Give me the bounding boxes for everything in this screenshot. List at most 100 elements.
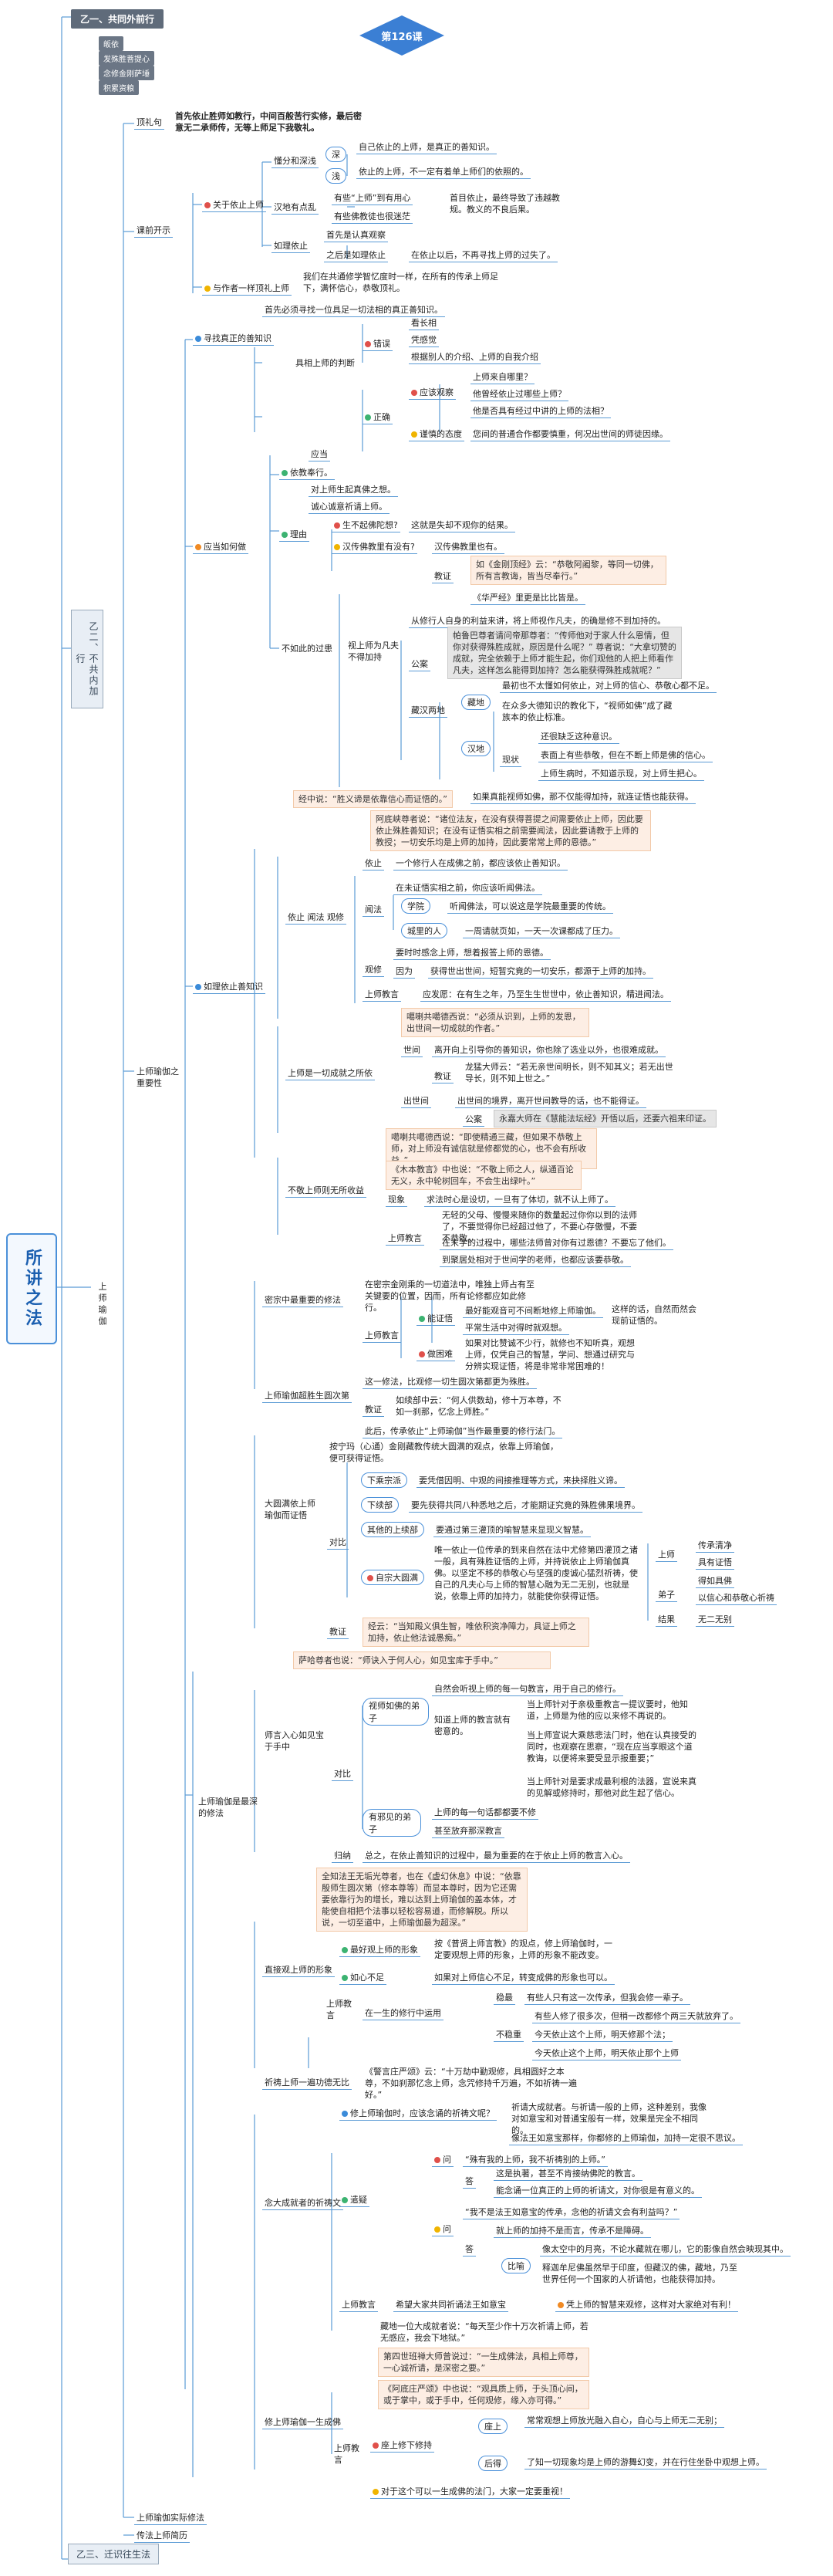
tag-bodhicitta[interactable]: 发殊胜菩提心 xyxy=(99,51,154,66)
guru-teach-5-label[interactable]: 上师教言 xyxy=(339,2298,378,2312)
guru-teach-4-label[interactable]: 上师教言 xyxy=(326,1999,352,2020)
right-sub1[interactable]: 应该观察 xyxy=(409,386,456,400)
case-label[interactable]: 公案 xyxy=(409,658,430,671)
like-jewel[interactable]: 师言入心如见宝于手中 xyxy=(265,1730,324,1752)
teaching-label-2[interactable]: 教证 xyxy=(432,1070,454,1083)
should-label-a[interactable]: 应当 xyxy=(309,448,330,461)
hear-label[interactable]: 闻法 xyxy=(363,903,384,917)
han-text-1: 在众多大德知识的教化下，“视师如佛”成了藏族本的依止标准。 xyxy=(502,701,673,722)
tibet-oval[interactable]: 藏地 xyxy=(461,695,491,710)
wrong-disciple-oval[interactable]: 有邪见的弟子 xyxy=(363,1809,421,1837)
actual-practice[interactable]: 上师瑜伽实际修法 xyxy=(134,2511,207,2525)
no-blessing-heading[interactable]: 不敬上师则无所收益 xyxy=(285,1184,366,1198)
a1-label[interactable]: 答 xyxy=(463,2175,476,2189)
guru-teach-label[interactable]: 上师教言 xyxy=(363,988,401,1002)
dr-b[interactable]: 如心不足 xyxy=(339,1971,386,1985)
q2-label[interactable]: 问 xyxy=(432,2223,454,2236)
careful-text: 您间的普通合作都要慎重，何况出世间的师徒因缘。 xyxy=(470,428,670,441)
all-prayers[interactable]: 念大成就者的祈祷文 xyxy=(262,2196,343,2210)
tag-refuge[interactable]: 皈依 xyxy=(99,36,123,51)
wrong-label[interactable]: 错误 xyxy=(363,337,393,351)
gt4-b[interactable]: 稳最 xyxy=(494,1991,515,2005)
school-oval[interactable]: 学院 xyxy=(401,898,430,914)
lower-tantra-oval[interactable]: 下续部 xyxy=(361,1497,399,1513)
teaching-label-1[interactable]: 教证 xyxy=(432,570,454,583)
guru-side-label[interactable]: 上师 xyxy=(656,1548,677,1562)
teach3-b[interactable]: 做困难 xyxy=(416,1347,455,1361)
teaching-label-3[interactable]: 教证 xyxy=(363,1403,384,1417)
because-label[interactable]: 因为 xyxy=(393,965,415,979)
how-follow-heading[interactable]: 如理依止善知识 xyxy=(193,980,265,994)
concrete-label[interactable]: 具相上师的判断 xyxy=(295,358,355,368)
q1-label[interactable]: 问 xyxy=(432,2153,454,2167)
gt6-a1-oval[interactable]: 座上 xyxy=(478,2419,508,2434)
guru-teach-6-label[interactable]: 上师教言 xyxy=(334,2443,359,2465)
tag-mandala[interactable]: 积累资粮 xyxy=(99,80,139,95)
dr-a[interactable]: 最好观上师的形象 xyxy=(339,1943,420,1957)
should-do-heading[interactable]: 应当如何做 xyxy=(193,540,248,554)
shallow-oval[interactable]: 浅 xyxy=(325,168,346,184)
han-oval[interactable]: 汉地 xyxy=(461,741,491,756)
world-label[interactable]: 世间 xyxy=(401,1043,423,1057)
reason-heading[interactable]: 理由 xyxy=(279,528,309,542)
other-higher-oval[interactable]: 其他的上续部 xyxy=(361,1522,424,1537)
source-heading[interactable]: 上师是一切成就之所依 xyxy=(285,1067,375,1080)
tag-vajrasattva[interactable]: 念修金刚萨埵 xyxy=(99,66,154,80)
guru-yoga-label[interactable]: 上师瑜伽 xyxy=(97,1282,107,1328)
lineage[interactable]: 传法上师简历 xyxy=(134,2529,190,2543)
part-two-box[interactable]: 乙二、不共内加行 xyxy=(71,610,103,708)
lower-yana-oval[interactable]: 下乘宗派 xyxy=(361,1472,407,1488)
result-side-label[interactable]: 结果 xyxy=(656,1613,677,1627)
lecture-open-label[interactable]: 课前开示 xyxy=(134,224,173,238)
tibet-han-label[interactable]: 藏汉两地 xyxy=(409,704,447,718)
gp-heading[interactable]: 大圆满依上师瑜伽而证悟 xyxy=(265,1499,315,1520)
teaching-label-4[interactable]: 教证 xyxy=(327,1625,349,1639)
han-messy-label[interactable]: 汉地有点乱 xyxy=(271,201,319,215)
hear-think-label[interactable]: 依止 闻法 观修 xyxy=(285,911,346,925)
present-label[interactable]: 现状 xyxy=(500,753,521,767)
root-node[interactable]: 所讲之法 xyxy=(6,1233,57,1344)
find-teacher-heading[interactable]: 寻找真正的善知识 xyxy=(193,332,274,346)
gt6-a[interactable]: 座上修下修持 xyxy=(370,2439,434,2453)
depth-label[interactable]: 懂分和深浅 xyxy=(271,154,319,168)
right-sub2[interactable]: 谨慎的态度 xyxy=(409,428,464,441)
intro-label[interactable]: 顶礼句 xyxy=(134,116,164,130)
returning-label[interactable]: 归纳 xyxy=(332,1849,353,1863)
beyond-label[interactable]: 出世间 xyxy=(401,1094,431,1108)
direct-recognition[interactable]: 直接观上师的形象 xyxy=(262,1963,335,1977)
peak-heading[interactable]: 密宗中最重要的修法 xyxy=(262,1293,343,1307)
better-heading[interactable]: 上师瑜伽超胜生圆次第 xyxy=(262,1389,352,1403)
compare-oval[interactable]: 比喻 xyxy=(501,2258,531,2273)
story-label[interactable]: 公案 xyxy=(463,1113,484,1127)
right-label[interactable]: 正确 xyxy=(363,411,393,424)
dr-a-text: 按《普贤上师言教》的观点，修上师瑜伽时，一定要观想上师的形象，上师的形象不能改变… xyxy=(434,1939,612,1960)
proper-follow-label[interactable]: 如理依止 xyxy=(271,239,310,253)
part-three-box[interactable]: 乙三、迁识往生法 xyxy=(68,2544,160,2564)
pray-best[interactable]: 祈祷上师一遍功德无比 xyxy=(262,2076,352,2090)
deep-oval[interactable]: 深 xyxy=(325,147,346,162)
follow-label[interactable]: 依止 xyxy=(363,857,384,870)
teach3-a[interactable]: 能证悟 xyxy=(416,1312,455,1326)
gt6-a2-oval[interactable]: 后得 xyxy=(478,2456,508,2471)
a2-label[interactable]: 答 xyxy=(463,2243,476,2257)
part-one-box[interactable]: 乙一、共同外前行 xyxy=(71,9,164,29)
importance-heading[interactable]: 上师瑜伽之重要性 xyxy=(137,1067,179,1088)
gt4-c[interactable]: 不稳重 xyxy=(494,2028,524,2042)
same-teaching-heading[interactable]: 与作者一样顶礼上师 xyxy=(202,282,292,296)
good-disciple-oval[interactable]: 视师如佛的弟子 xyxy=(363,1698,429,1726)
city-oval[interactable]: 城里的人 xyxy=(401,923,447,938)
phenomenon-label[interactable]: 现象 xyxy=(386,1193,407,1207)
contrast-label[interactable]: 对比 xyxy=(327,1536,349,1550)
disciple-side-label[interactable]: 弟子 xyxy=(656,1588,677,1602)
not-good-label[interactable]: 不如此的过患 xyxy=(282,644,332,654)
disciple-types[interactable]: 对比 xyxy=(332,1767,353,1781)
practice-label[interactable]: 观修 xyxy=(363,963,384,977)
view-as-human-label[interactable]: 视上师为凡夫不得加持 xyxy=(348,641,399,662)
debate-label[interactable]: 遣疑 xyxy=(339,2193,369,2207)
guru-teach-2-label[interactable]: 上师教言 xyxy=(386,1232,424,1246)
follow-heading[interactable]: 关于依止上师 xyxy=(202,198,266,212)
gp-oval[interactable]: 自宗大圆满 xyxy=(361,1570,424,1585)
lifelong-heading[interactable]: 修上师瑜伽一生成佛 xyxy=(262,2415,343,2429)
guru-teach-3-label[interactable]: 上师教言 xyxy=(363,1329,401,1343)
profound-heading[interactable]: 上师瑜伽是最深的修法 xyxy=(198,1797,258,1818)
